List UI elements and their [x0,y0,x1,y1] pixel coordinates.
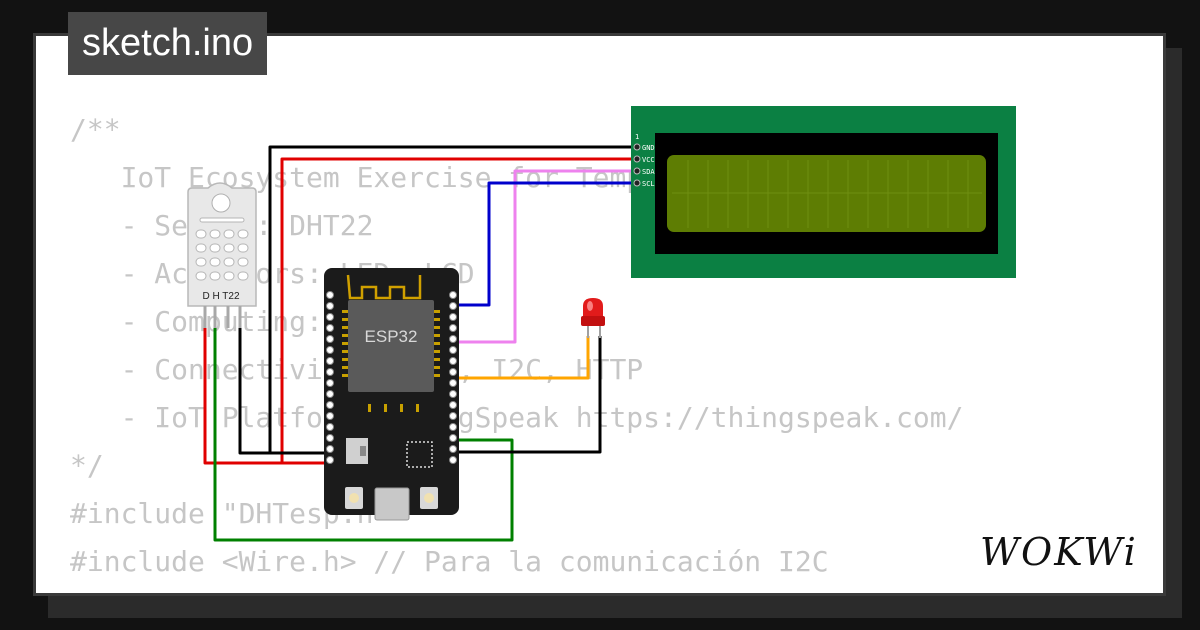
wokwi-logo[interactable]: WOKWi [978,532,1148,572]
red-led[interactable] [581,298,605,338]
wire-scl-lcd[interactable] [455,181,638,307]
esp32-label: ESP32 [365,327,418,346]
code-line: */ [70,449,104,482]
dht22-sensor[interactable]: D H T22 [187,182,257,328]
lcd-pin-gnd: GND [642,144,655,152]
lcd-pin-vcc: VCC [642,156,655,164]
wire-dht-gnd[interactable] [238,325,329,455]
esp32-board[interactable]: ESP32 [324,268,459,521]
wire-led-anode[interactable] [455,336,590,380]
lcd-display[interactable]: 1 GND VCC SDA SCL [631,106,1016,278]
code-line: /** [70,113,121,146]
wire-dht-vcc[interactable] [203,325,329,465]
wire-led-cathode[interactable] [455,336,602,454]
code-line: #include <Wire.h> // Para la comunicació… [70,545,829,578]
code-line: - IoT Platform: ThingSpeak https://thing… [70,401,964,434]
lcd-pin-scl: SCL [642,180,655,188]
dht22-label: D H T22 [202,291,239,302]
svg-text:WOKWi: WOKWi [980,532,1138,572]
lcd-pin-sda: SDA [642,168,655,176]
lcd-pin-index: 1 [635,133,639,141]
wire-sda-lcd[interactable] [455,169,638,344]
file-tab[interactable]: sketch.ino [68,12,268,75]
wire-dht-data[interactable] [213,325,514,542]
